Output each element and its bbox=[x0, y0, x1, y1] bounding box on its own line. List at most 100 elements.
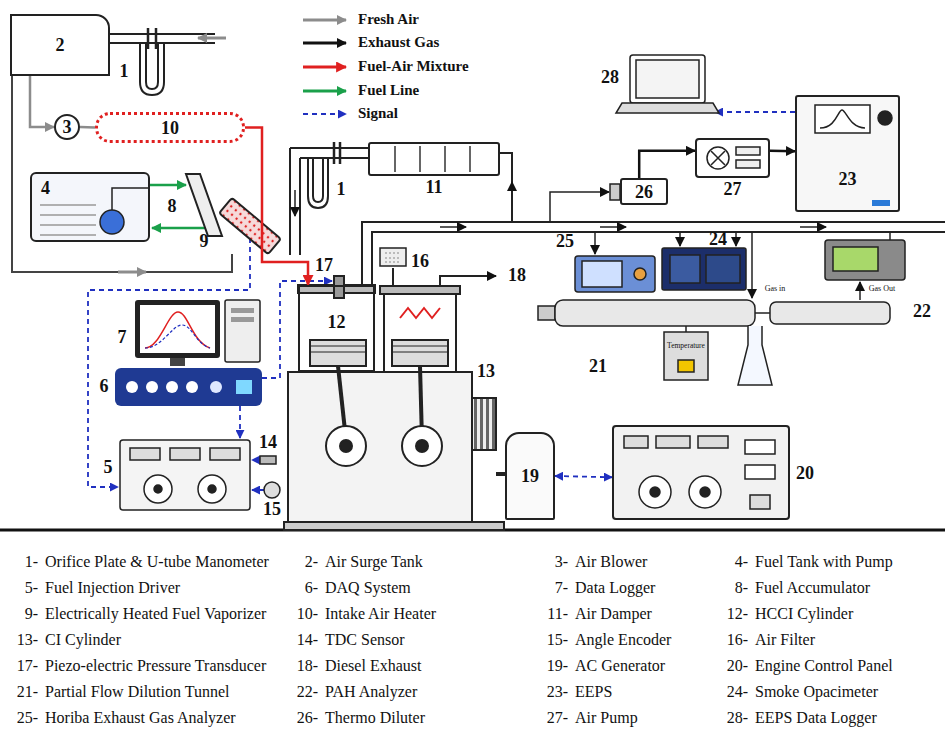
fuel-injection-driver-part bbox=[154, 485, 162, 493]
dilution-tunnel-part bbox=[685, 326, 687, 332]
engine-part bbox=[400, 308, 440, 318]
engine-part bbox=[288, 372, 472, 522]
callout-number: 19 bbox=[521, 467, 539, 485]
monitor-part bbox=[145, 325, 210, 348]
air-filter-part bbox=[380, 248, 406, 266]
air-pump-part bbox=[736, 160, 760, 168]
monitor-part bbox=[231, 317, 254, 322]
key-entry: Angle Encoder bbox=[575, 631, 671, 649]
air-pump: 27 bbox=[695, 138, 770, 178]
callout-number: 7 bbox=[118, 328, 127, 348]
exhaust-line-part bbox=[859, 282, 861, 300]
fresh-air-inlet-part bbox=[148, 28, 156, 49]
connector bbox=[639, 151, 695, 178]
callout-number: 14 bbox=[259, 433, 277, 453]
fuel-lines-part bbox=[152, 227, 206, 230]
legend-text: Signal bbox=[358, 105, 398, 122]
fuel-tank-part bbox=[100, 210, 124, 234]
key-number: 17- bbox=[17, 657, 38, 675]
fuel-injection-driver-part bbox=[144, 475, 172, 503]
key-entry: Air Pump bbox=[575, 709, 638, 727]
callout-number: 23 bbox=[839, 170, 857, 188]
monitor-part bbox=[231, 308, 254, 313]
thermo-diluter-part bbox=[610, 184, 620, 200]
callout-number: 5 bbox=[104, 458, 113, 478]
legend-line-sample bbox=[303, 113, 346, 115]
key-number: 4- bbox=[735, 553, 748, 571]
callout-number: 1 bbox=[337, 180, 346, 200]
callout-number: 15 bbox=[263, 500, 281, 520]
key-number: 22- bbox=[297, 683, 318, 701]
analyzers-part bbox=[833, 247, 878, 271]
daq-system-part bbox=[236, 380, 252, 394]
eeps-unit-part bbox=[878, 111, 892, 125]
dilution-tunnel-part bbox=[555, 300, 755, 326]
callout-number: 22 bbox=[913, 302, 931, 322]
key-number: 20- bbox=[727, 657, 748, 675]
laptop-part bbox=[616, 103, 719, 113]
legend-line-sample bbox=[303, 90, 346, 93]
eeps-unit bbox=[795, 95, 900, 212]
engine-part bbox=[472, 398, 496, 450]
key-number: 3- bbox=[555, 553, 568, 571]
engine-part bbox=[340, 440, 352, 452]
key-number: 7- bbox=[555, 579, 568, 597]
connector bbox=[245, 128, 308, 286]
callout-number: 1 bbox=[120, 62, 129, 82]
analyzers bbox=[575, 240, 905, 292]
key-number: 18- bbox=[297, 657, 318, 675]
dilution-tunnel-part bbox=[664, 332, 708, 380]
ac-generator: 19 bbox=[505, 432, 555, 520]
fuel-tank-part bbox=[40, 205, 96, 235]
damper-line-part bbox=[334, 142, 340, 164]
key-entry: TDC Sensor bbox=[325, 631, 405, 649]
key-number: 10- bbox=[297, 605, 318, 623]
key-number: 21- bbox=[17, 683, 38, 701]
air-damper: 11 bbox=[368, 142, 500, 176]
key-entry: Fuel Accumulator bbox=[755, 579, 870, 597]
key-entry: Air Filter bbox=[755, 631, 815, 649]
connector bbox=[30, 76, 54, 127]
key-entry: Air Surge Tank bbox=[325, 553, 423, 571]
key-number: 27- bbox=[547, 709, 568, 727]
engine bbox=[284, 276, 555, 530]
callout-number: 27 bbox=[724, 180, 742, 198]
analyzers-part bbox=[634, 268, 646, 280]
fuel-injection-driver bbox=[120, 440, 250, 510]
laptop-part bbox=[630, 55, 705, 103]
callout-number: 20 bbox=[796, 464, 814, 482]
key-number: 14- bbox=[297, 631, 318, 649]
callout-number: 17 bbox=[315, 256, 333, 276]
engine-part bbox=[496, 472, 505, 476]
diesel-exhaust bbox=[440, 276, 496, 286]
signal-wires-part bbox=[252, 489, 264, 491]
connector bbox=[770, 150, 795, 153]
control-panel-part bbox=[700, 487, 710, 497]
key-entry: Electrically Heated Fuel Vaporizer bbox=[45, 605, 266, 623]
key-entry: PAH Analyzer bbox=[325, 683, 417, 701]
legend-line-sample bbox=[303, 66, 346, 69]
callout-number: 28 bbox=[601, 68, 619, 88]
analyzers-part bbox=[582, 261, 622, 287]
sensors-part bbox=[260, 456, 276, 464]
signal-wires-part bbox=[715, 111, 795, 113]
key-entry: Diesel Exhaust bbox=[325, 657, 421, 675]
key-number: 5- bbox=[25, 579, 38, 597]
eeps-unit-part bbox=[815, 105, 870, 133]
daq-system-part bbox=[210, 381, 222, 393]
legend-text: Fresh Air bbox=[358, 11, 419, 28]
bypass-air-line bbox=[12, 76, 232, 272]
daq-system-part bbox=[126, 381, 138, 393]
thermo-diluter-part bbox=[620, 178, 668, 205]
callout-number: 16 bbox=[411, 252, 429, 272]
damper-line-part bbox=[290, 148, 368, 255]
connector bbox=[80, 126, 95, 129]
key-number: 9- bbox=[25, 605, 38, 623]
engine-part bbox=[392, 346, 448, 352]
key-entry: HCCI Cylinder bbox=[755, 605, 853, 623]
callout-number: 3 bbox=[63, 118, 72, 136]
fuel-accumulator-part bbox=[186, 174, 222, 236]
